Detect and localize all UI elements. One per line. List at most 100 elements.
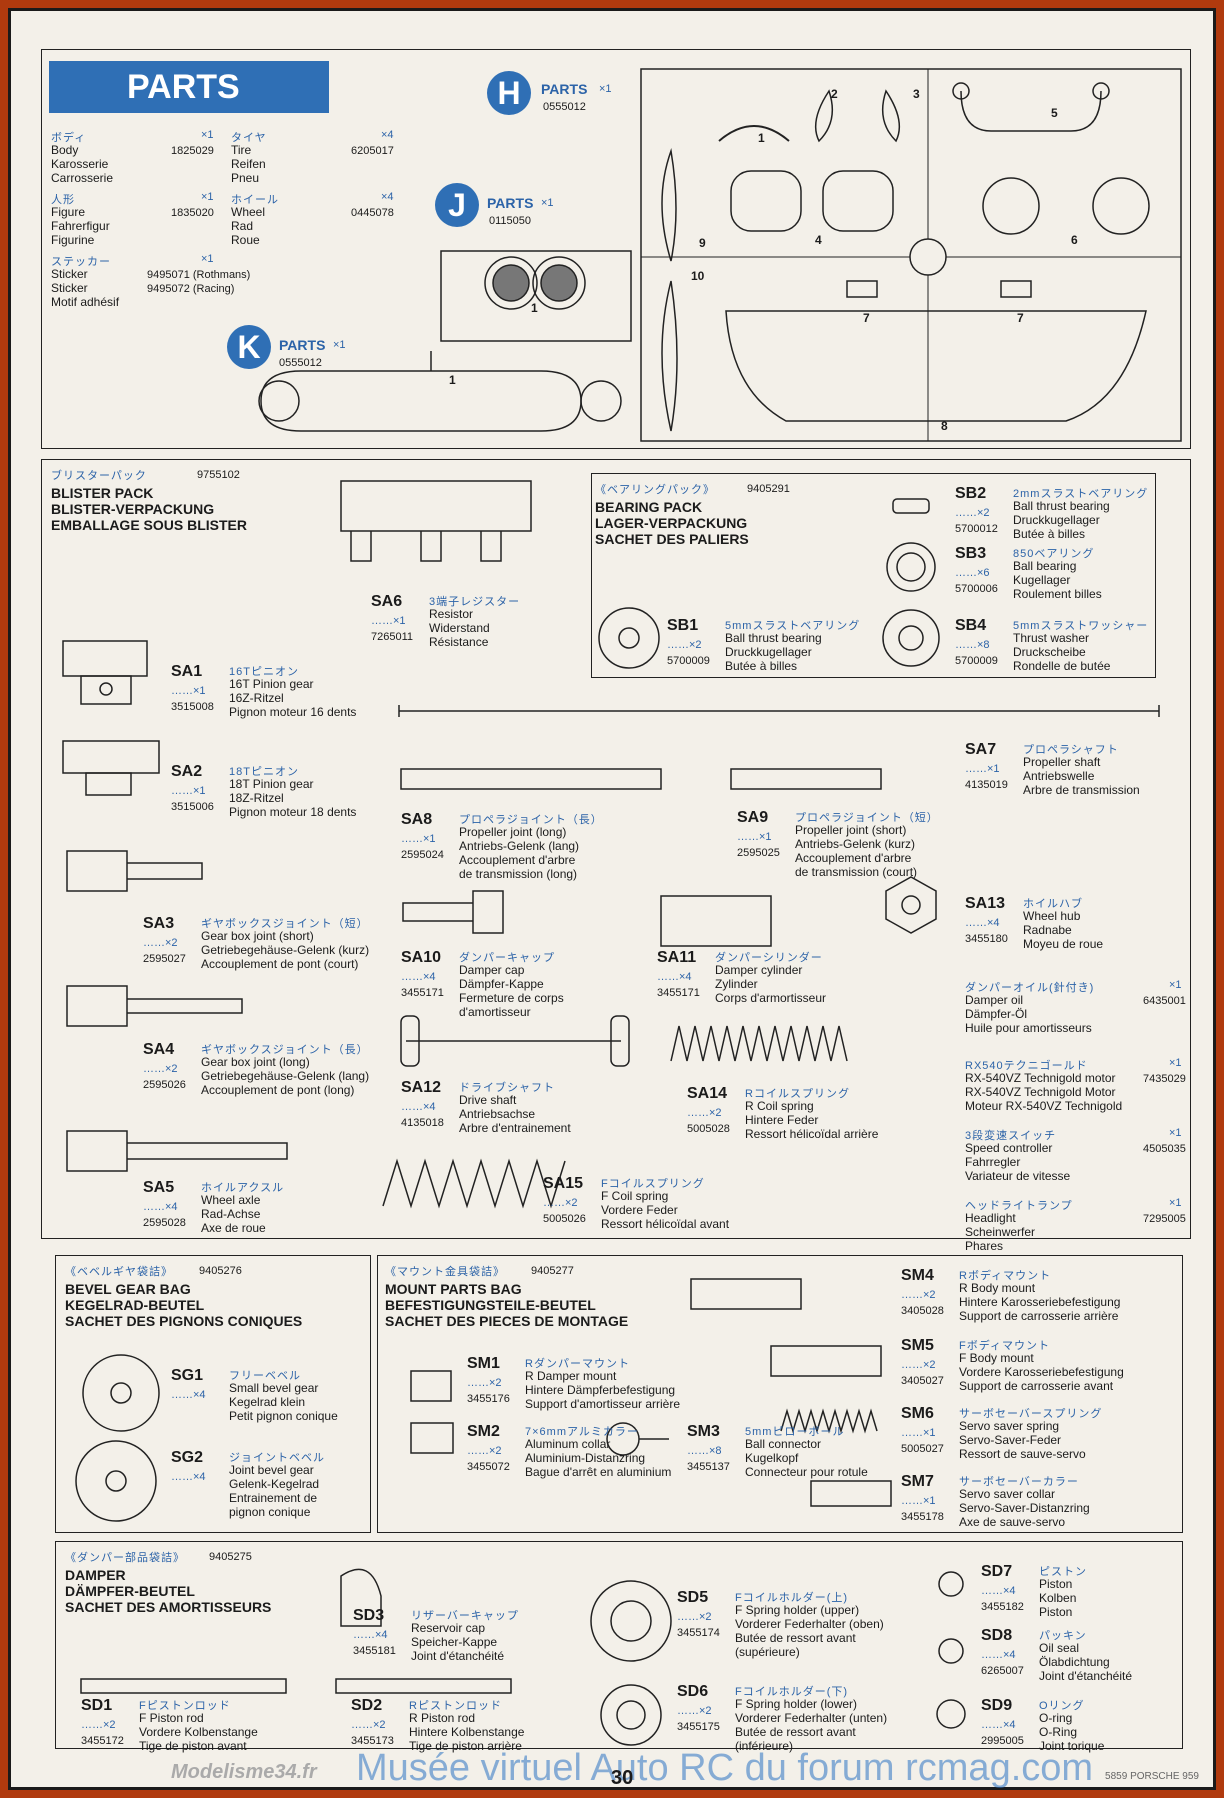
- part-code: 4135018: [401, 1117, 444, 1129]
- list-item-name: Tire: [231, 143, 252, 157]
- right-item-name: Fahrregler: [965, 1155, 1021, 1169]
- right-item-code: 7435029: [1143, 1073, 1186, 1085]
- part-name: Drive shaft: [459, 1093, 517, 1107]
- part-qty: ……×1: [965, 763, 1000, 775]
- part-qty: ……×2: [667, 639, 702, 651]
- part-jp: 5mmピローボール: [745, 1426, 845, 1438]
- parts-frame: [41, 49, 1191, 449]
- part-code: 5700006: [955, 583, 998, 595]
- part-name: F Piston rod: [139, 1711, 204, 1725]
- part-id: SB3: [955, 545, 987, 562]
- part-qty: ……×1: [171, 785, 206, 797]
- part-name: R Coil spring: [745, 1099, 814, 1113]
- part-name: Ressort hélicoïdal arrière: [745, 1127, 879, 1141]
- part-name: O-Ring: [1039, 1725, 1078, 1739]
- part-jp: ギヤボックスジョイント（長）: [201, 1044, 369, 1056]
- part-name: Joint bevel gear: [229, 1463, 314, 1477]
- part-name: Getriebegehäuse-Gelenk (kurz): [201, 943, 370, 957]
- tree-h-number: 1: [758, 131, 765, 145]
- blister-title-de: BLISTER-VERPACKUNG: [51, 501, 215, 517]
- part-qty: ……×2: [901, 1289, 936, 1301]
- mount-code: 9405277: [531, 1265, 574, 1277]
- part-code: 3455173: [351, 1735, 394, 1747]
- part-jp: 7×6mmアルミカラー: [525, 1426, 639, 1438]
- right-item-name: Headlight: [965, 1211, 1016, 1225]
- part-qty: ……×2: [467, 1445, 502, 1457]
- part-qty: ……×4: [981, 1649, 1016, 1661]
- part-name: R Piston rod: [409, 1711, 476, 1725]
- part-qty: ……×2: [677, 1611, 712, 1623]
- blister-jp: ブリスターパック: [51, 470, 147, 482]
- bevel-title-fr: SACHET DES PIGNONS CONIQUES: [65, 1313, 303, 1329]
- part-jp: プロペラジョイント（短）: [795, 812, 939, 824]
- list-item-jp: 人形: [51, 194, 75, 206]
- part-code: 3455181: [353, 1645, 396, 1657]
- tree-k-icon: K: [227, 325, 271, 369]
- part-jp: Oリング: [1039, 1700, 1085, 1712]
- part-name: Propeller shaft: [1023, 755, 1101, 769]
- tree-h-number: 8: [941, 419, 948, 433]
- part-code: 5700009: [667, 655, 710, 667]
- part-name: Ball thrust bearing: [1013, 499, 1110, 513]
- part-jp: Rコイルスプリング: [745, 1088, 850, 1100]
- part-jp: Fコイルホルダー(下): [735, 1686, 849, 1698]
- part-qty: ……×2: [81, 1719, 116, 1731]
- part-name: de transmission (long): [459, 867, 578, 881]
- part-code: 3515008: [171, 701, 214, 713]
- part-code: 3455172: [81, 1735, 124, 1747]
- part-name: 18Z-Ritzel: [229, 791, 284, 805]
- part-name: Servo saver spring: [959, 1419, 1060, 1433]
- mount-title-de: BEFESTIGUNGSTEILE-BEUTEL: [385, 1297, 596, 1313]
- tree-h-number: 10: [691, 269, 705, 283]
- part-id: SB4: [955, 617, 987, 634]
- part-id: SM4: [901, 1267, 934, 1284]
- part-name: Antriebs-Gelenk (lang): [459, 839, 580, 853]
- parts-banner: PARTS: [49, 61, 329, 113]
- right-item-name: Damper oil: [965, 993, 1024, 1007]
- bevel-jp: 《ベベルギヤ袋詰》: [65, 1266, 173, 1278]
- part-qty: ……×4: [981, 1719, 1016, 1731]
- part-name: Dämpfer-Kappe: [459, 977, 544, 991]
- part-name: Arbre de transmission: [1023, 783, 1140, 797]
- right-item-qty: ×1: [1169, 1057, 1182, 1069]
- list-item-name: Reifen: [231, 157, 266, 171]
- part-name: Reservoir cap: [411, 1621, 486, 1635]
- part-name: Petit pignon conique: [229, 1409, 338, 1423]
- tree-h-number: 4: [815, 233, 822, 247]
- part-id: SA5: [143, 1179, 175, 1196]
- part-name: Tige de piston avant: [139, 1739, 247, 1753]
- bearing-title-de: LAGER-VERPACKUNG: [595, 515, 748, 531]
- part-name: Ball bearing: [1013, 559, 1077, 573]
- part-code: 3455171: [657, 987, 700, 999]
- part-name: Propeller joint (short): [795, 823, 907, 837]
- part-jp: ダンパーシリンダー: [715, 952, 823, 964]
- part-name: Roulement billes: [1013, 587, 1102, 601]
- right-item-name: Speed controller: [965, 1141, 1053, 1155]
- damper-title-de: DÄMPFER-BEUTEL: [65, 1583, 195, 1599]
- part-name: 16T Pinion gear: [229, 677, 314, 691]
- part-name: Vordere Karosseriebefestigung: [959, 1365, 1124, 1379]
- tree-h-number: 3: [913, 87, 920, 101]
- list-item-qty: ×4: [381, 191, 394, 203]
- part-name: 18T Pinion gear: [229, 777, 314, 791]
- damper-bag-frame: [55, 1541, 1183, 1749]
- part-id: SM6: [901, 1405, 934, 1422]
- tree-k-title: PARTS: [279, 337, 326, 353]
- part-jp: ホイルアクスル: [201, 1182, 285, 1194]
- part-jp: 3端子レジスター: [429, 596, 521, 608]
- part-qty: ……×2: [543, 1197, 578, 1209]
- part-code: 2595028: [143, 1217, 186, 1229]
- list-item-qty: ×1: [201, 191, 214, 203]
- part-jp: ダンパーキャップ: [459, 952, 555, 964]
- list-item-name: Sticker: [51, 267, 88, 281]
- part-qty: ……×4: [981, 1585, 1016, 1597]
- part-code: 3455072: [467, 1461, 510, 1473]
- part-name: Tige de piston arrière: [409, 1739, 522, 1753]
- part-id: SM7: [901, 1473, 934, 1490]
- part-id: SD9: [981, 1697, 1013, 1714]
- part-code: 2595025: [737, 847, 780, 859]
- part-name: Piston: [1039, 1577, 1073, 1591]
- watermark: Musée virtuel Auto RC du forum rcmag.com: [356, 1747, 1094, 1789]
- part-name: F Spring holder (lower): [735, 1697, 858, 1711]
- bevel-code: 9405276: [199, 1265, 242, 1277]
